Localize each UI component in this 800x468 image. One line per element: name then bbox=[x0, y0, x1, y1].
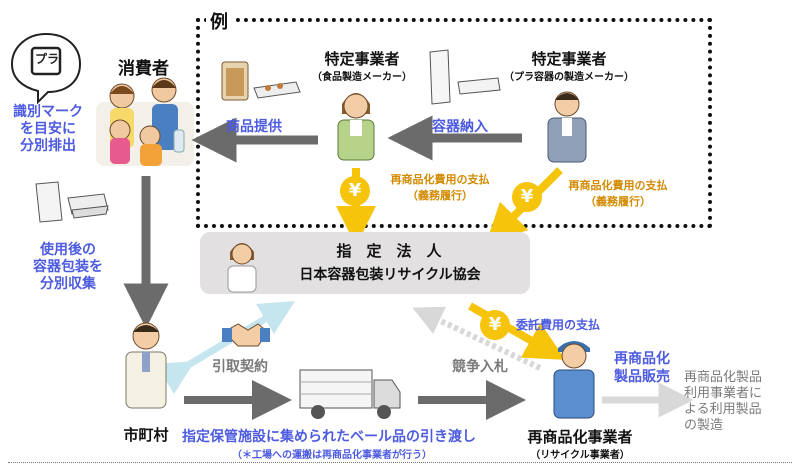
product-supply-label: 商品提供 bbox=[226, 119, 282, 135]
recycling-fee-label-1: 再商品化費用の支払 （義務履行） bbox=[390, 173, 490, 202]
used-packaging-icon bbox=[35, 181, 109, 223]
pla-mark-icon: プラ bbox=[34, 52, 59, 66]
commission-fee-label: 委託費用の支払 bbox=[516, 318, 601, 332]
business-food-title: 特定事業者 bbox=[324, 50, 400, 68]
business-container-subtitle: （プラ容器の製造メーカー） bbox=[504, 72, 634, 83]
bottom-rule bbox=[8, 462, 792, 463]
container-delivery-label: 容器納入 bbox=[432, 119, 488, 135]
corp-staff-icon bbox=[227, 243, 257, 293]
yen-coin-commission: ¥ bbox=[480, 310, 510, 340]
designated-corp-title: 指 定 法 人 bbox=[336, 242, 442, 260]
bidding-label: 競争入札 bbox=[452, 359, 508, 375]
handover-label: 指定保管施設に集められたベール品の引き渡し bbox=[182, 429, 476, 445]
plastic-containers-icon bbox=[429, 49, 501, 105]
recycling-fee-label-2: 再商品化費用の支払 （義務履行） bbox=[568, 179, 668, 208]
consumer-title: 消費者 bbox=[118, 59, 169, 79]
handover-note: （＊工場への運搬は再商品化事業者が行う） bbox=[232, 450, 432, 461]
yen-coin-food: ¥ bbox=[340, 176, 370, 206]
recycle-mark-bubble bbox=[10, 32, 82, 105]
business-container-title: 特定事業者 bbox=[531, 50, 607, 68]
food-maker-person bbox=[337, 93, 375, 161]
municipality-title: 市町村 bbox=[123, 426, 169, 444]
product-sale-label: 再商品化 製品販売 bbox=[614, 351, 670, 385]
end-users-label: 再商品化製品 利用事業者に よる利用製品 の製造 bbox=[684, 370, 763, 433]
pickup-contract-label: 引取契約 bbox=[212, 359, 268, 375]
consumer-note: 識別マーク を目安に 分別排出 bbox=[13, 104, 83, 154]
business-food-subtitle: （食品製造メーカー） bbox=[312, 72, 412, 83]
recycler-title: 再商品化事業者 bbox=[527, 428, 633, 446]
recycler-person bbox=[553, 341, 595, 419]
example-label: 例 bbox=[206, 8, 232, 34]
family-illustration bbox=[96, 77, 194, 166]
bidding-arrow bbox=[412, 306, 542, 371]
handshake-icon bbox=[222, 323, 270, 347]
recycler-subtitle: （リサイクル事業者） bbox=[530, 450, 630, 461]
yen-coin-container: ¥ bbox=[512, 182, 542, 212]
collection-note: 使用後の 容器包装を 分別収集 bbox=[33, 242, 103, 292]
municipality-person bbox=[125, 322, 167, 409]
container-maker-person bbox=[547, 91, 587, 163]
truck-icon bbox=[299, 369, 401, 419]
food-products-icon bbox=[221, 61, 301, 101]
designated-corp-name: 日本容器包装リサイクル協会 bbox=[299, 267, 481, 283]
